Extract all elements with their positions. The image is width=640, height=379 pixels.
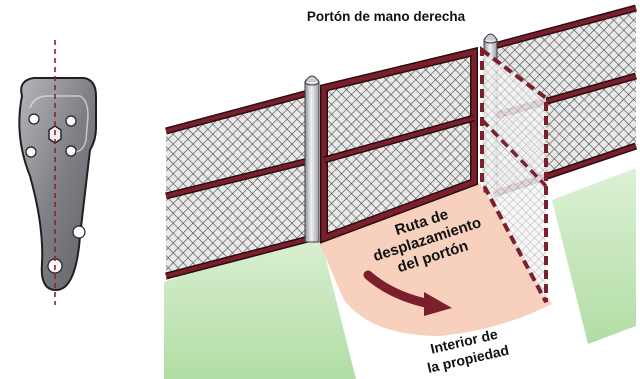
hinge-bracket-icon bbox=[18, 40, 97, 305]
gate-leaf-swinging bbox=[480, 46, 548, 303]
diagram-title: Portón de mano derecha bbox=[307, 9, 466, 24]
swing-arrow-icon bbox=[363, 270, 452, 316]
gate-leaf-closed bbox=[320, 46, 478, 244]
bolt-hole bbox=[72, 225, 86, 239]
bolt-hole bbox=[65, 145, 77, 157]
ground-right bbox=[552, 168, 636, 344]
fence-left bbox=[165, 88, 313, 280]
bolt-hole bbox=[28, 113, 40, 125]
left-gate-post bbox=[304, 75, 320, 243]
bolt-hole bbox=[65, 115, 77, 127]
bolt-hole bbox=[25, 146, 37, 158]
